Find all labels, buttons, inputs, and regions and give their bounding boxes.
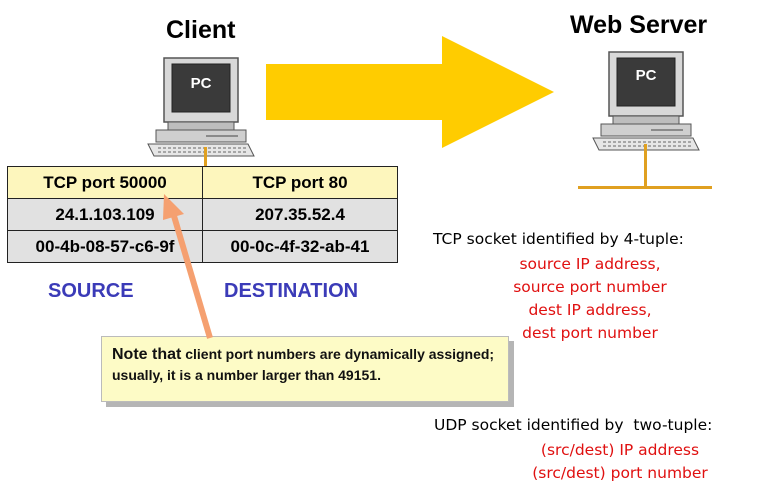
tcp-item-dest-ip: dest IP address, bbox=[528, 301, 652, 319]
destination-mac-cell: 00-0c-4f-32-ab-41 bbox=[202, 230, 398, 263]
source-mac-cell: 00-4b-08-57-c6-9f bbox=[7, 230, 203, 263]
udp-tuple-list: (src/dest) IP address (src/dest) port nu… bbox=[505, 439, 735, 485]
tcp-item-source-port: source port number bbox=[513, 278, 667, 296]
note-lead: Note that bbox=[112, 346, 182, 363]
destination-port-cell: TCP port 80 bbox=[202, 166, 398, 199]
server-title: Web Server bbox=[570, 11, 708, 39]
client-computer-icon: PC bbox=[147, 57, 255, 157]
server-computer-icon: PC bbox=[592, 51, 700, 151]
client-title: Client bbox=[166, 16, 236, 44]
client-network-cable bbox=[204, 147, 207, 166]
server-pc-label: PC bbox=[636, 67, 657, 84]
destination-ip-cell: 207.35.52.4 bbox=[202, 198, 398, 231]
server-network-bus bbox=[578, 186, 712, 189]
tcp-item-dest-port: dest port number bbox=[522, 324, 658, 342]
server-network-cable bbox=[644, 144, 647, 188]
udp-heading: UDP socket identified by two-tuple: bbox=[434, 416, 713, 434]
table-row-ports: TCP port 50000 TCP port 80 bbox=[7, 166, 398, 199]
pointer-arrow bbox=[163, 194, 213, 339]
note-text: client port numbers are dynamically assi… bbox=[112, 346, 495, 383]
tcp-heading: TCP socket identified by 4-tuple: bbox=[433, 230, 684, 248]
data-flow-arrow bbox=[266, 36, 554, 148]
udp-item-port: (src/dest) port number bbox=[532, 464, 708, 482]
udp-item-ip: (src/dest) IP address bbox=[540, 441, 700, 459]
tcp-item-source-ip: source IP address, bbox=[519, 255, 661, 273]
client-pc-label: PC bbox=[191, 75, 212, 92]
source-label: SOURCE bbox=[48, 280, 134, 302]
note-callout: Note that client port numbers are dynami… bbox=[101, 336, 509, 402]
destination-label: DESTINATION bbox=[224, 280, 359, 302]
table-row-mac: 00-4b-08-57-c6-9f 00-0c-4f-32-ab-41 bbox=[7, 230, 398, 263]
source-port-cell: TCP port 50000 bbox=[7, 166, 203, 199]
tcp-tuple-list: source IP address, source port number de… bbox=[490, 253, 690, 345]
